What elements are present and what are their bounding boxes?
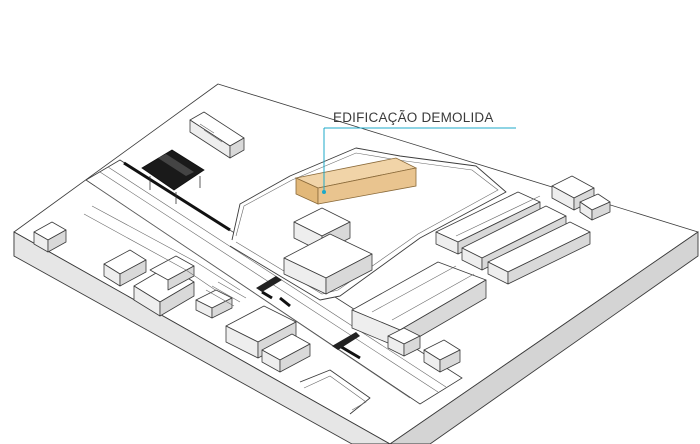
- left-buildings: [33, 205, 241, 317]
- lower-wall: [299, 369, 371, 415]
- demolished-building-label: EDIFICAÇÃO DEMOLIDA: [333, 110, 494, 125]
- gas-station-canopy: [141, 149, 205, 204]
- central-buildings: [283, 207, 373, 295]
- signage-building: [189, 111, 245, 159]
- callout-leader: [323, 127, 516, 192]
- demolished-building: [294, 157, 418, 205]
- row-houses: [435, 175, 611, 285]
- crosswalks: [256, 276, 360, 350]
- lower-center-buildings: [195, 281, 311, 373]
- lower-right-buildings: [387, 327, 461, 373]
